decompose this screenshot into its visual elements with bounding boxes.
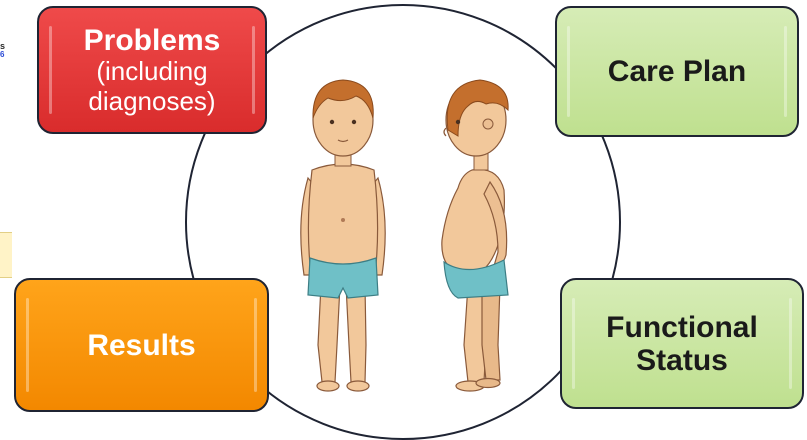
results-title: Results bbox=[87, 329, 195, 362]
child-side-view-icon bbox=[428, 70, 538, 400]
problems-title: Problems bbox=[84, 24, 221, 57]
care-plan-title: Care Plan bbox=[608, 55, 746, 88]
care-plan-card[interactable]: Care Plan bbox=[555, 6, 799, 137]
child-front-view-icon bbox=[288, 70, 398, 400]
results-card[interactable]: Results bbox=[14, 278, 269, 412]
functional-status-title-line-1: Functional bbox=[606, 311, 758, 344]
problems-subtitle-line-1: (including bbox=[96, 57, 207, 87]
problems-card[interactable]: Problems (including diagnoses) bbox=[37, 6, 267, 134]
functional-status-card[interactable]: Functional Status bbox=[560, 278, 804, 409]
problems-subtitle-line-2: diagnoses) bbox=[88, 87, 215, 117]
functional-status-title-line-2: Status bbox=[636, 344, 728, 377]
